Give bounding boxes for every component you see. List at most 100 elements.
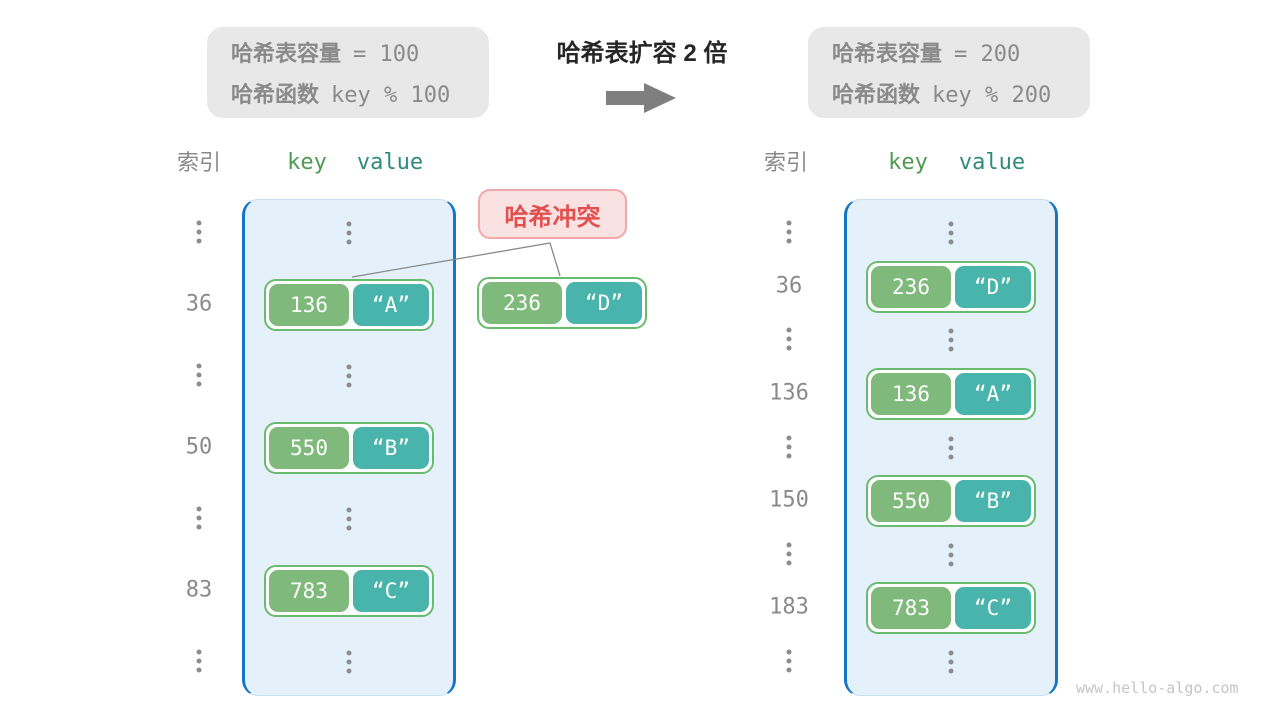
dot xyxy=(786,453,792,458)
ellipsis-dots xyxy=(196,363,202,387)
value-cell: “D” xyxy=(955,265,1031,308)
bucket-box: 136“A” 550“B” 783“C” xyxy=(242,199,456,696)
ellipsis-dots xyxy=(786,327,792,351)
dot xyxy=(786,229,792,235)
ellipsis-dots xyxy=(196,649,202,673)
key-cell: 136 xyxy=(871,372,951,415)
dot xyxy=(948,552,954,558)
dot xyxy=(346,659,352,665)
dot xyxy=(948,543,954,549)
ellipsis-dots xyxy=(346,221,352,245)
hash-collision-label: 哈希冲突 xyxy=(478,189,627,239)
ellipsis-dots xyxy=(346,364,352,388)
hash-function-line: 哈希函数 key % 200 xyxy=(832,77,1090,109)
dot xyxy=(346,239,352,245)
dot xyxy=(786,220,792,226)
dot xyxy=(346,507,352,513)
dot xyxy=(948,230,954,236)
ellipsis-dots xyxy=(196,506,202,530)
key-cell: 136 xyxy=(269,283,349,326)
pair-box: 550“B” xyxy=(264,421,434,474)
dot xyxy=(196,667,202,673)
index-column-header: 索引 xyxy=(176,150,221,175)
dot xyxy=(346,221,352,227)
dot xyxy=(196,220,202,226)
dot xyxy=(786,560,792,566)
dot xyxy=(196,363,202,369)
index-column-header: 索引 xyxy=(763,150,808,175)
dot xyxy=(786,551,792,557)
diagram-title: 哈希表扩容 2 倍 xyxy=(556,40,728,67)
capacity-value: = 200 xyxy=(954,42,1021,67)
dot xyxy=(948,346,954,352)
value-cell: “A” xyxy=(955,372,1031,415)
pair-box: 783“C” xyxy=(264,564,434,617)
dot xyxy=(948,561,954,567)
key-cell: 550 xyxy=(871,480,951,523)
index-label: 36 xyxy=(185,291,213,316)
value-cell: “D” xyxy=(566,282,642,324)
dot xyxy=(948,239,954,245)
index-label: 136 xyxy=(769,380,809,406)
dot xyxy=(786,435,792,440)
dot xyxy=(196,649,202,655)
ellipsis-dots xyxy=(948,436,954,459)
dot xyxy=(948,454,954,459)
key-cell: 236 xyxy=(871,265,951,308)
value-cell: “B” xyxy=(353,426,429,469)
index-label: 150 xyxy=(769,487,809,513)
value-cell: “C” xyxy=(353,569,429,612)
dot xyxy=(786,444,792,449)
ellipsis-dots xyxy=(786,542,792,566)
key-cell: 783 xyxy=(871,587,951,630)
right-arrow-icon xyxy=(606,83,676,113)
dot xyxy=(196,372,202,378)
dot xyxy=(786,658,792,664)
dot xyxy=(196,238,202,244)
pair-box: 236 “D” xyxy=(477,277,647,329)
ellipsis-dots xyxy=(948,221,954,245)
dot xyxy=(346,650,352,656)
capacity-line: 哈希表容量 = 100 xyxy=(231,36,489,68)
value-cell: “B” xyxy=(955,480,1031,523)
pair-box: 783“C” xyxy=(866,582,1036,635)
dot xyxy=(346,668,352,674)
dot xyxy=(196,658,202,664)
capacity-line: 哈希表容量 = 200 xyxy=(832,36,1090,68)
value-column-header: value xyxy=(356,150,424,175)
dot xyxy=(346,525,352,531)
ellipsis-dots xyxy=(786,649,792,673)
key-cell: 550 xyxy=(269,426,349,469)
dot xyxy=(948,650,954,656)
watermark: www.hello-algo.com xyxy=(1076,679,1239,697)
dot xyxy=(196,506,202,512)
ellipsis-dots xyxy=(786,220,792,244)
pair-box: 136“A” xyxy=(866,367,1036,420)
collision-connector-lines xyxy=(351,242,561,278)
dot xyxy=(346,230,352,236)
dot xyxy=(948,668,954,674)
index-label: 50 xyxy=(185,434,213,459)
dot xyxy=(948,659,954,665)
ellipsis-dots xyxy=(346,650,352,674)
capacity-value: = 100 xyxy=(353,42,420,67)
ellipsis-dots xyxy=(346,507,352,531)
dot xyxy=(948,436,954,441)
value-cell: “C” xyxy=(955,587,1031,630)
dot xyxy=(346,382,352,388)
bucket-box: 236“D” 136“A” 550“B” 783“C” xyxy=(844,199,1058,696)
dot xyxy=(346,364,352,370)
capacity-label: 哈希表容量 xyxy=(832,41,943,66)
dot xyxy=(786,327,792,333)
dot xyxy=(786,667,792,673)
dot xyxy=(196,515,202,521)
pair-box: 236“D” xyxy=(866,260,1036,313)
capacity-label: 哈希表容量 xyxy=(231,41,342,66)
pair-box: 136“A” xyxy=(264,278,434,331)
dot xyxy=(948,445,954,450)
hash-function-value: key % 100 xyxy=(331,83,451,108)
hash-function-label: 哈希函数 xyxy=(231,82,320,107)
ellipsis-dots xyxy=(786,435,792,458)
dot xyxy=(948,328,954,334)
